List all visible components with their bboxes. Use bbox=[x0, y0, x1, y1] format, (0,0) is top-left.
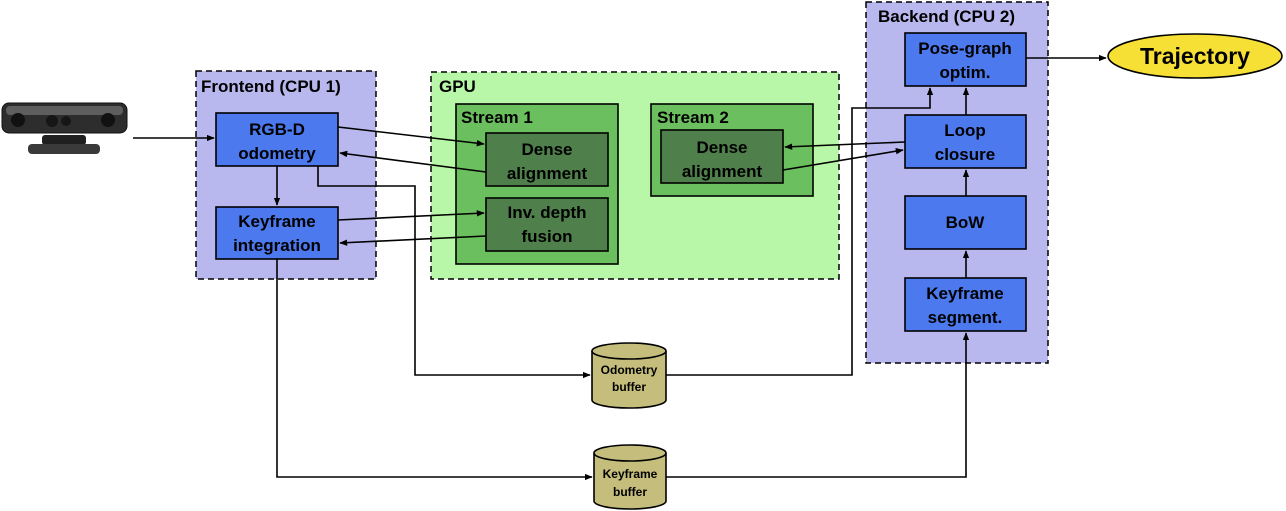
keyframe-buffer-line1: Keyframe bbox=[603, 467, 658, 481]
connectors bbox=[133, 54, 1107, 481]
odometry-buffer-line2: buffer bbox=[612, 380, 646, 394]
arrow-keyframe-integration-to-keyframe-buffer bbox=[276, 259, 593, 481]
keyframe-buffer-line2: buffer bbox=[613, 485, 647, 499]
dense-alignment-1-line1: Dense bbox=[521, 140, 572, 159]
loop-closure-line2: closure bbox=[935, 145, 995, 164]
pose-graph-optim-box: Pose-graph optim. bbox=[904, 32, 1027, 87]
dense-alignment-2-line2: alignment bbox=[682, 162, 763, 181]
dense-alignment-2-line1: Dense bbox=[696, 138, 747, 157]
keyframe-segment-line1: Keyframe bbox=[926, 284, 1004, 303]
pose-graph-optim-line2: optim. bbox=[940, 63, 991, 82]
backend-title: Backend (CPU 2) bbox=[878, 7, 1015, 26]
arrow-odometry-to-dense-alignment bbox=[337, 126, 485, 147]
inv-depth-fusion-line2: fusion bbox=[522, 227, 573, 246]
stream1-title: Stream 1 bbox=[461, 108, 533, 127]
arrow-keyframe-buffer-to-keyframe-segment bbox=[666, 332, 970, 478]
inv-depth-fusion-box: Inv. depth fusion bbox=[485, 197, 609, 252]
keyframe-segment-box: Keyframe segment. bbox=[904, 277, 1027, 332]
dense-alignment-1-line2: alignment bbox=[507, 164, 588, 183]
loop-closure-box: Loop closure bbox=[904, 114, 1027, 169]
rgbd-odometry-line1: RGB-D bbox=[249, 120, 305, 139]
arrow-fusion-to-keyframe-integration bbox=[339, 235, 487, 246]
arrow-loop-closure-to-dense-alignment bbox=[784, 141, 906, 150]
loop-closure-line1: Loop bbox=[944, 121, 986, 140]
keyframe-integration-line1: Keyframe bbox=[238, 212, 316, 231]
keyframe-segment-line2: segment. bbox=[928, 308, 1003, 327]
arrow-dense-alignment-to-odometry bbox=[339, 150, 487, 173]
arrow-odometry-buffer-to-pose-graph bbox=[666, 87, 934, 376]
arrow-odometry-to-odometry-buffer bbox=[317, 166, 591, 379]
camera-sensor-icon bbox=[1, 102, 128, 154]
gpu-title: GPU bbox=[439, 77, 476, 96]
dense-alignment-1-box: Dense alignment bbox=[485, 132, 609, 187]
bow-box: BoW bbox=[904, 195, 1027, 250]
frontend-title: Frontend (CPU 1) bbox=[201, 77, 341, 96]
rgbd-odometry-box: RGB-D odometry bbox=[215, 112, 339, 167]
inv-depth-fusion-line1: Inv. depth bbox=[507, 203, 586, 222]
trajectory-node: Trajectory bbox=[1107, 33, 1283, 79]
arrow-keyframe-integration-to-fusion bbox=[337, 210, 485, 221]
pose-graph-optim-line1: Pose-graph bbox=[918, 39, 1012, 58]
trajectory-label: Trajectory bbox=[1140, 43, 1250, 69]
stream2-title: Stream 2 bbox=[657, 108, 729, 127]
arrow-dense-alignment-to-loop-closure bbox=[782, 148, 904, 171]
bow-label: BoW bbox=[946, 213, 986, 232]
keyframe-integration-line2: integration bbox=[233, 236, 321, 255]
keyframe-buffer-cylinder: Keyframe buffer bbox=[593, 444, 667, 510]
odometry-buffer-cylinder: Odometry buffer bbox=[591, 342, 667, 409]
dense-alignment-2-box: Dense alignment bbox=[660, 129, 784, 184]
odometry-buffer-line1: Odometry bbox=[601, 363, 658, 377]
keyframe-integration-box: Keyframe integration bbox=[215, 206, 339, 260]
rgbd-odometry-line2: odometry bbox=[238, 144, 316, 163]
